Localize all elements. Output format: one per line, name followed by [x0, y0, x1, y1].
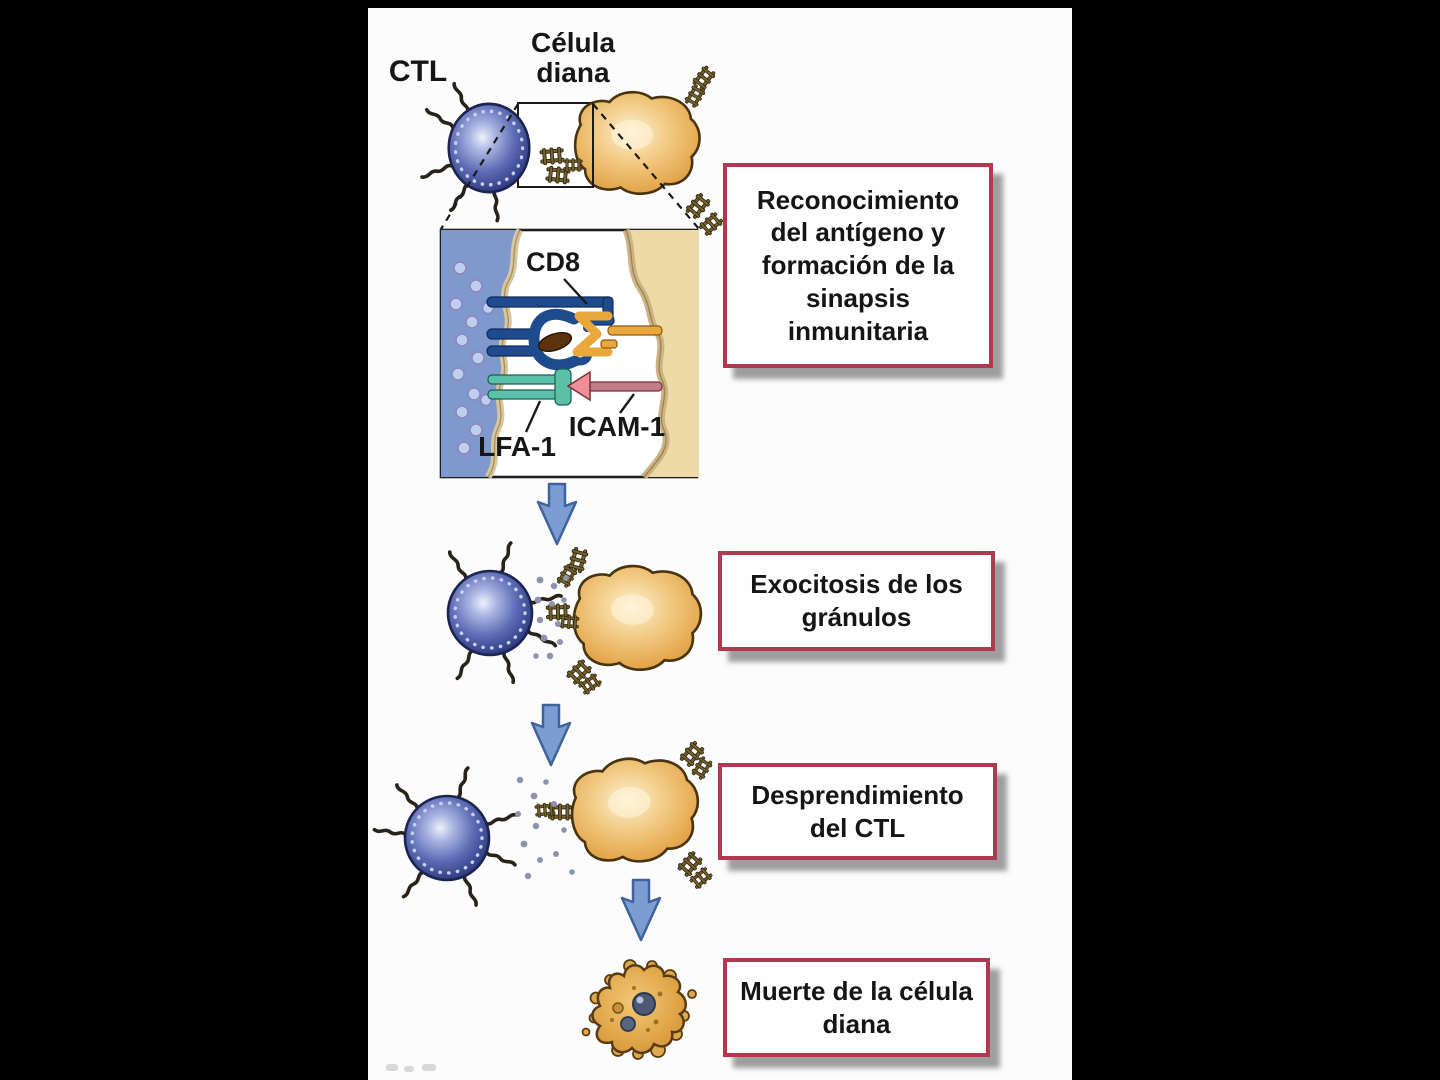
zoom-dashed-line-left	[440, 103, 519, 230]
cd8-pointer-line	[563, 278, 588, 305]
step-box-line: Desprendimiento	[751, 779, 964, 810]
released-granules	[533, 575, 569, 660]
step-box-line: diana	[822, 1008, 891, 1039]
slide-panel: CTL Célula diana CD8 LFA-1 ICAM-1 Recono…	[368, 8, 1072, 1080]
step-box-line: sinapsis	[805, 282, 911, 313]
target-cell-label: Célula diana	[514, 28, 632, 87]
ctl-label: CTL	[388, 55, 448, 88]
scan-artifact	[386, 1064, 398, 1071]
cd8-label: CD8	[525, 247, 580, 277]
step-box-line: formación de la	[761, 250, 955, 281]
ctl-cytoplasm	[441, 228, 524, 480]
target-cell-label-line2: diana	[536, 56, 610, 88]
step-box-recognition: Reconocimiento del antígeno y formación …	[723, 163, 993, 368]
down-arrow-icon	[620, 878, 662, 942]
target-cell-label-line1: Célula	[530, 27, 616, 58]
ctl-cell-stage1	[420, 81, 532, 223]
released-granules	[515, 776, 575, 880]
step-box-line: gránulos	[801, 602, 912, 632]
tcr-receptor-cluster-top-right	[683, 64, 718, 109]
stage3-detachment	[372, 739, 714, 907]
ctl-cell-stage3	[372, 765, 519, 907]
diagram-canvas	[372, 64, 725, 1060]
step-box-detachment: Desprendimiento del CTL	[718, 763, 997, 860]
down-arrow-icon	[536, 482, 578, 546]
target-cell-stage2	[570, 561, 705, 675]
scan-artifact	[404, 1066, 414, 1072]
ctl-cell-stage2	[446, 540, 563, 685]
icam1-pointer-line	[619, 393, 635, 414]
stage1-recognition	[420, 64, 725, 238]
step-box-line: del CTL	[809, 812, 906, 843]
apoptotic-nuclear-fragments	[610, 986, 663, 1032]
lfa1-molecule	[487, 368, 572, 406]
lfa1-label: LFA-1	[478, 431, 556, 462]
step-box-line: inmunitaria	[787, 315, 929, 346]
stage2-exocytosis	[446, 540, 705, 697]
lfa1-pointer-line	[524, 400, 542, 433]
step-box-line: Muerte de la célula	[740, 975, 973, 1006]
mhc-molecule	[572, 311, 663, 357]
dying-target-cell	[581, 959, 697, 1060]
step-box-exocytosis: Exocitosis de los gránulos	[718, 551, 995, 651]
scan-artifact	[422, 1064, 436, 1071]
peptide-antigen	[537, 332, 573, 352]
step-box-death: Muerte de la célula diana	[723, 958, 990, 1057]
zoom-dashed-line-right	[592, 103, 700, 230]
step-box-line: Reconocimiento	[756, 184, 960, 215]
step-box-line: del antígeno y	[770, 217, 946, 248]
icam1-molecule	[566, 370, 663, 402]
target-cytoplasm	[622, 228, 699, 480]
target-cell-stage3	[567, 752, 704, 868]
down-arrow-icon	[530, 703, 572, 767]
icam1-label: ICAM-1	[568, 411, 666, 442]
step-box-line: Exocitosis de los	[750, 569, 963, 600]
synapse-inset	[439, 228, 699, 480]
cytotoxic-granules	[449, 261, 495, 455]
